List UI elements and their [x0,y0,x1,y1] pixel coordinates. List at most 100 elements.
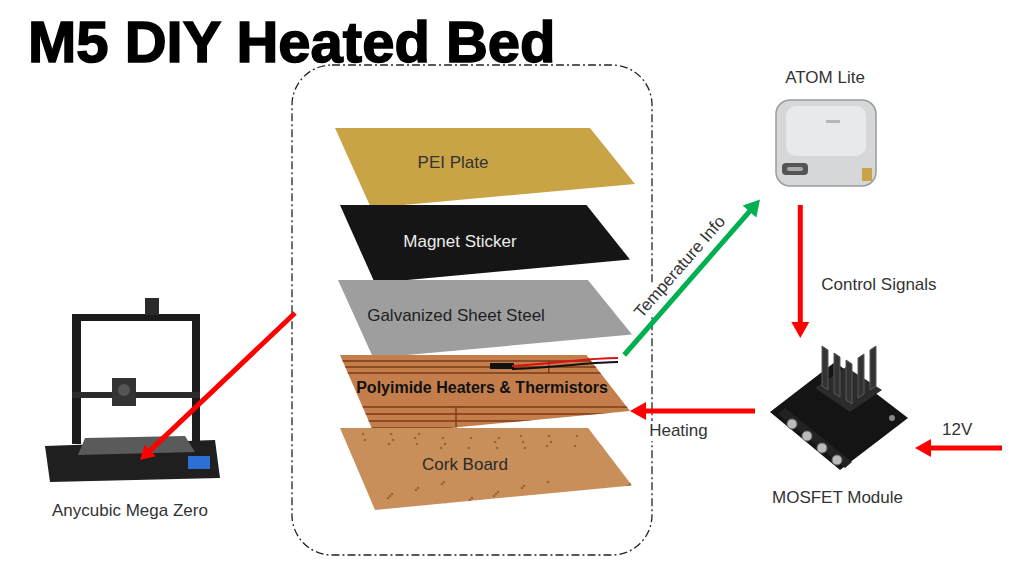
cork-speck [362,433,365,436]
terminal-block [778,408,852,468]
wire-black [512,362,618,369]
steel-sheet-layer: Galvanized Sheet Steel [338,280,632,358]
thermistor [490,363,514,369]
cork-speck [604,435,607,438]
terminal-screw [802,431,812,441]
cork-speck [418,433,421,436]
heater-trace [340,420,630,421]
cork-speck [551,501,554,504]
device-node: MOSFET Module [755,338,920,510]
heatsink-fin [846,360,852,404]
cork-speck [628,439,631,442]
device-node: ATOM Lite [760,66,890,205]
cork-speck [417,487,420,490]
cork-speck [496,447,499,450]
cork-speck [600,439,603,442]
printer-motor [145,298,159,315]
cork-speck [339,481,342,484]
heater-trace [455,407,456,428]
connector-arrow [630,402,755,420]
printer-top-bar [72,314,200,321]
heatsink-fin [870,346,876,390]
printer-bed [78,436,195,455]
magnet-sticker-layer: Magnet Sticker [340,205,630,283]
device-label: Anycubic Mega Zero [52,501,208,521]
cork-speck [391,493,394,496]
layer-label: Galvanized Sheet Steel [367,306,545,326]
device-led [826,120,840,123]
terminal-screw [817,443,827,453]
layer-label: Polyimide Heaters & Thermistors [356,378,608,397]
cork-speck [574,445,577,448]
cork-speck [388,443,391,446]
heatsink-fin [834,353,840,397]
layer-fill [340,205,630,283]
connector-line [644,408,755,413]
printer-illustration [45,298,220,482]
heatsink-fin [858,354,864,398]
usb-port [782,163,808,175]
cork-speck [546,445,549,448]
cork-speck [626,433,629,436]
usb-port-inner [787,167,803,171]
edge-label: Control Signals [818,275,939,295]
cork-speck [441,483,444,486]
cork-speck [363,501,366,504]
cork-speck [365,499,368,502]
heater-trace [340,366,630,367]
cork-speck [630,445,633,448]
voltage-label: 12V [942,420,972,440]
arrow-head [630,402,646,420]
cork-speck [576,435,579,438]
cork-speck [390,433,393,436]
connector-arrow [624,199,760,355]
pin-header [862,168,872,181]
cork-speck [627,485,630,488]
connector-arrow [791,205,809,338]
printer-fan [118,384,130,396]
cork-speck [601,491,604,494]
cork-speck [524,447,527,450]
title: M5 DIY Heated Bed [28,10,556,74]
cork-speck [364,439,367,442]
edge-label: Temperature Info [628,209,732,324]
arrow-line [929,446,1002,451]
layer-label: Magnet Sticker [403,232,516,252]
cork-speck [497,491,500,494]
arrow-head [140,445,156,460]
mount-hole [889,415,895,421]
cork-texture [339,433,633,506]
device-top [786,106,866,156]
device-node: Anycubic Mega Zero [30,295,230,523]
cork-speck [389,495,392,498]
arrow-head [791,322,809,338]
layer-label: Cork Board [422,455,508,475]
heater-trace [340,406,630,407]
edge-label: Heating [646,421,711,441]
heater-traces [340,361,630,428]
cork-board-layer: Cork Board [340,428,632,510]
cork-speck [469,499,472,502]
arrow-head [743,199,760,217]
pei-plate-layer: PEI Plate [335,128,635,208]
cork-speck [522,441,525,444]
arrow-line [150,313,295,450]
arrow-head [915,439,931,457]
cork-speck [361,503,364,506]
layer-label: PEI Plate [418,153,489,173]
cork-speck [550,441,553,444]
cork-speck [521,487,524,490]
cork-speck [493,495,496,498]
cork-speck [467,501,470,504]
connector-line [798,205,803,324]
group-outline [292,65,652,555]
heatsink-fin [822,346,828,390]
device-label: MOSFET Module [772,488,903,508]
heater-trace [340,413,630,414]
cork-speck [443,481,446,484]
device-label: ATOM Lite [785,68,865,88]
cork-speck [440,447,443,450]
cork-speck [549,503,552,506]
cork-speck [577,495,580,498]
cork-speck [442,437,445,440]
